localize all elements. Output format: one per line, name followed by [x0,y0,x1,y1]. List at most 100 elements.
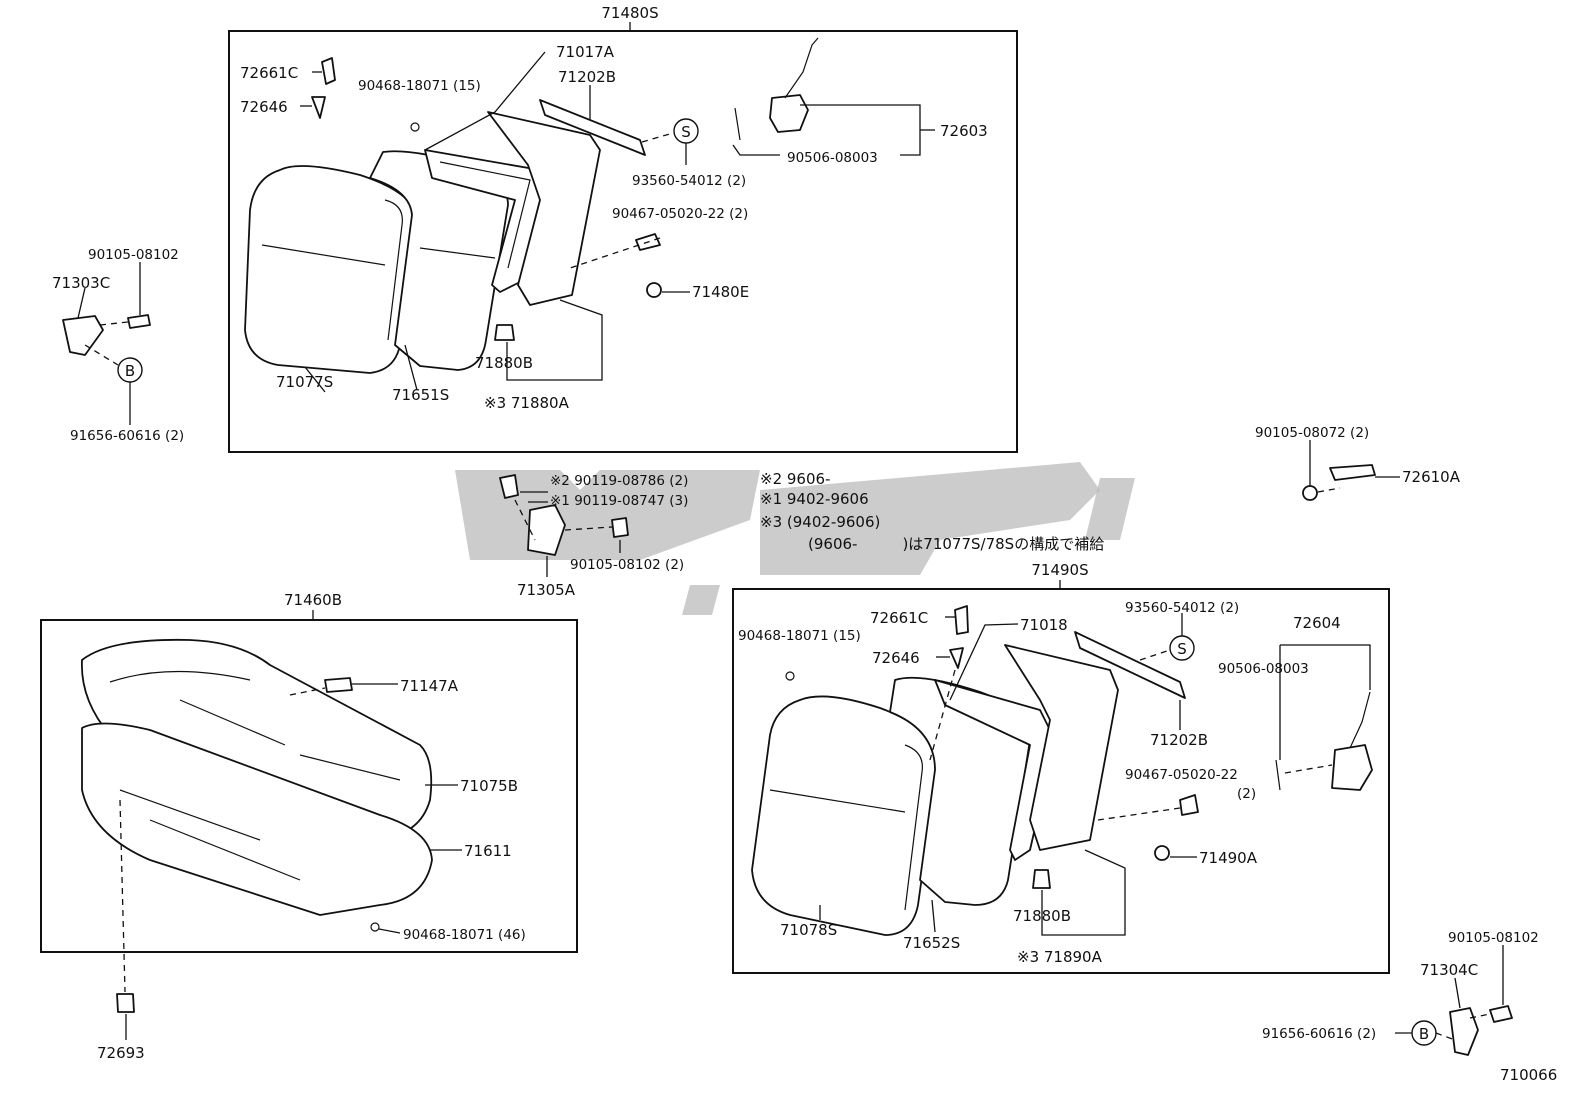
label-71078S: 71078S [780,921,837,939]
note-4: (9606- )は71077S/78Sの構成で補給 [808,535,1104,553]
bracket-71202B [539,99,646,156]
label-71017A: 71017A [556,43,615,61]
clip-71480E [646,282,662,298]
clip-71147A [324,677,353,693]
pin-72661C [321,57,336,85]
label-71611: 71611 [464,842,512,860]
label-71075B: 71075B [460,777,518,795]
seat-back-cover-71077S [244,165,416,374]
label-90105-08102-2: 90105-08102 (2) [570,557,684,573]
label-91656-60616-2-left: 91656-60616 (2) [70,428,184,444]
seat-back-cover-71078S [751,695,939,936]
bolt-90105 [127,314,151,329]
group-box-71480S [228,30,1018,453]
label-90468-18071-46: 90468-18071 (46) [403,927,526,943]
label-71880B: 71880B [475,354,533,372]
label-71018: 71018 [1020,616,1068,634]
label-72646: 72646 [240,98,288,116]
label-71652S: 71652S [903,934,960,952]
label-72610A: 72610A [1402,468,1461,486]
clip-71490A [1154,845,1170,861]
label-90105-08102-left: 90105-08102 [88,247,179,263]
label-72603: 72603 [940,122,988,140]
label-90506-08003: 90506-08003 [787,150,878,166]
label-71077S: 71077S [276,373,333,391]
back-board [487,111,601,306]
label-90467-05020-22-right: 90467-05020-22 [1125,767,1238,783]
label-71880A: ※3 71880A [484,394,570,412]
label-71304C: 71304C [1420,961,1478,979]
label-90105-08072-2: 90105-08072 (2) [1255,425,1369,441]
label-90467-05020-22-2: 90467-05020-22 (2) [612,206,748,222]
label-90119-08786: ※2 90119-08786 (2) [550,473,688,489]
cushion-pad-71611 [81,722,433,916]
bolt-90105-mid [611,517,629,538]
group-label-71460B: 71460B [284,591,342,609]
hinge-71304C [1449,1007,1479,1056]
bracket-71202B-right [1074,631,1186,699]
hinge-group-right: B 90105-08102 71304C 91656-60616 (2) 710… [1262,930,1557,1084]
label-90468-18071-15-right: 90468-18071 (15) [738,628,861,644]
bracket-72610A [1329,464,1376,481]
lock-72603 [769,94,809,133]
label-72693: 72693 [97,1044,145,1062]
label-71651S: 71651S [392,386,449,404]
svg-text:B: B [125,362,135,380]
hook-72693 [116,993,135,1013]
figure-number: 710066 [1500,1066,1557,1084]
notes: ※2 9606- ※1 9402-9606 ※3 (9402-9606) (96… [760,470,1104,553]
label-qty-2-right: (2) [1237,786,1256,802]
group-71480S: 71480S S [228,4,1018,453]
label-91656-60616-2-right: 91656-60616 (2) [1262,1026,1376,1042]
label-71202B-right: 71202B [1150,731,1208,749]
label-71890A: ※3 71890A [1017,948,1103,966]
svg-text:B: B [1419,1025,1429,1043]
label-93560-54012-2-right: 93560-54012 (2) [1125,600,1239,616]
group-label-71490S: 71490S [1031,561,1088,579]
seat-back-pad-71652S [889,676,1031,906]
pin-72646 [311,96,326,119]
label-90506-08003-right: 90506-08003 [1218,661,1309,677]
label-90105-08102-right: 90105-08102 [1448,930,1539,946]
label-90468-18071-15: 90468-18071 (15) [358,78,481,94]
label-72661C: 72661C [240,64,298,82]
svg-text:S: S [681,123,691,141]
bolt-90105-right [1489,1005,1513,1023]
note-2: ※1 9402-9606 [760,490,869,508]
ring-90468-46 [370,922,380,932]
label-71490A: 71490A [1199,849,1258,867]
group-71460B: 71460B 71147A 71075B 71611 90468-18071 (… [40,591,578,953]
hook-72693-group: 72693 [97,799,145,1062]
back-board-right [1004,644,1119,851]
ring-90468-right [785,671,795,681]
group-box-71460B [40,619,578,953]
label-71147A: 71147A [400,677,459,695]
group-box-71490S [732,588,1390,974]
group-label-71480S: 71480S [601,4,658,22]
label-72661C-right: 72661C [870,609,928,627]
label-90119-08747: ※1 90119-08747 (3) [550,493,688,509]
pin-72661C-right [954,605,969,635]
label-72604: 72604 [1293,614,1341,632]
label-71880B-right: 71880B [1013,907,1071,925]
label-71480E: 71480E [692,283,749,301]
hinge-group-left: B 90105-08102 71303C 91656-60616 (2) [52,247,184,444]
hook-71880B [494,324,515,341]
clip-90467-right [1179,794,1199,816]
clip-90468-ring [410,122,420,132]
label-72646-right: 72646 [872,649,920,667]
hinge-71303C [62,315,104,356]
label-71305A: 71305A [517,581,576,599]
lock-72604 [1331,744,1373,791]
hinge-71305A [527,504,566,556]
label-71303C: 71303C [52,274,110,292]
group-72610A: 90105-08072 (2) 72610A [1255,425,1461,501]
group-71490S: 71490S S 7266 [732,561,1390,974]
note-3: ※3 (9402-9606) [760,513,880,531]
note-1: ※2 9606- [760,470,830,488]
hinge-group-middle: ※2 90119-08786 (2) ※1 90119-08747 (3) 90… [499,473,688,599]
pin-72646-right [949,647,964,669]
bolt-90105-08072 [1302,485,1318,501]
label-71202B: 71202B [558,68,616,86]
